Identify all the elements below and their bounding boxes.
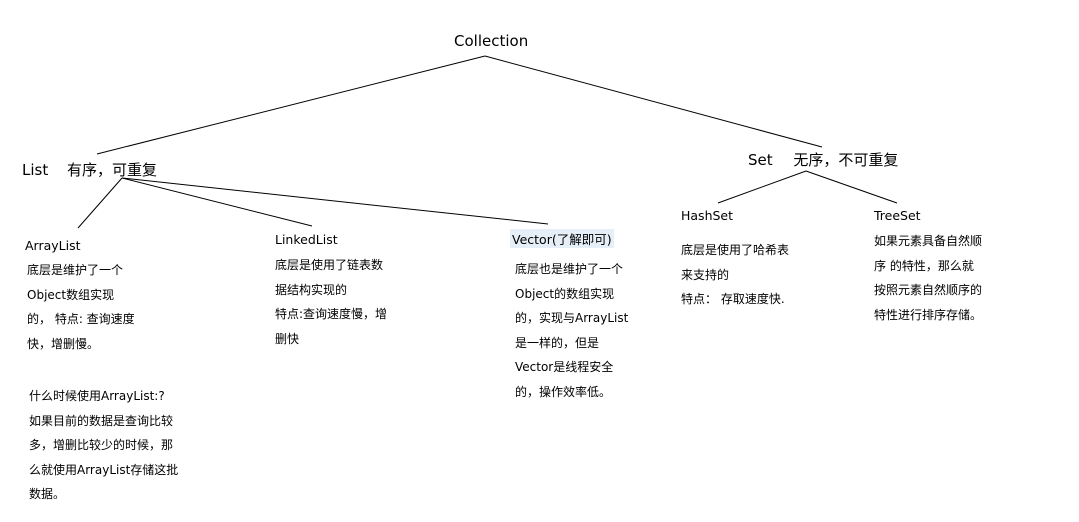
connector-list-to-linkedlist (121, 177, 313, 227)
hashset-description-line: 底层是使用了哈希表 (681, 243, 790, 257)
treeset-description-line: 按照元素自然顺序的 (874, 283, 983, 297)
arraylist-description-line: 底层是维护了一个 (27, 263, 124, 277)
collection-root-node: Collection (454, 32, 528, 50)
arraylist-usage-line: 数据。 (29, 487, 66, 501)
linkedlist-description: 底层是使用了链表数 据结构实现的 特点:查询速度慢，增 删快 (275, 253, 387, 351)
connector-set-to-hashset (717, 170, 807, 204)
vector-description-line: Object的数组实现 (515, 286, 615, 301)
treeset-description-line: 序 的特性，那么就 (874, 258, 974, 273)
arraylist-usage-line: 么就使用ArrayList存储这批 (29, 462, 179, 477)
connector-root-to-set (484, 55, 823, 148)
arraylist-usage-line: 什么时候使用ArrayList:? (29, 389, 165, 403)
arraylist-usage-note: 什么时候使用ArrayList:? 如果目前的数据是查询比较 多，增删比较少的时… (29, 384, 178, 507)
set-branch-node: Set 无序，不可重复 (748, 149, 898, 170)
hashset-description-line: 特点： 存取速度快. (681, 292, 785, 306)
vector-description-line: 的，实现与ArrayList (515, 311, 629, 325)
vector-description-line: 底层也是维护了一个 (515, 262, 624, 276)
hashset-description: 底层是使用了哈希表 来支持的 特点： 存取速度快. (681, 238, 789, 312)
arraylist-description-line: 快，增删慢。 (27, 336, 100, 351)
connector-set-to-treeset (805, 170, 898, 204)
arraylist-node-title: ArrayList (25, 238, 81, 253)
treeset-node-title: TreeSet (874, 208, 921, 223)
list-branch-node: List 有序，可重复 (22, 159, 157, 180)
hashset-description-line: 来支持的 (681, 267, 730, 282)
treeset-description-line: 如果元素具备自然顺 (874, 234, 983, 248)
connector-list-to-vector (121, 177, 549, 225)
vector-description-line: Vector是线程安全 (515, 360, 614, 374)
collection-root-label: Collection (454, 32, 529, 50)
connector-root-to-list (96, 55, 486, 155)
set-branch-description: 无序，不可重复 (793, 151, 899, 169)
arraylist-description: 底层是维护了一个 Object数组实现 的， 特点: 查询速度 快，增删慢。 (27, 258, 135, 356)
linkedlist-node-title: LinkedList (275, 232, 338, 247)
vector-description-line: 是一样的，但是 (515, 335, 600, 350)
linkedlist-description-line: 底层是使用了链表数 (275, 258, 384, 272)
arraylist-usage-line: 多，增删比较少的时候，那 (29, 438, 174, 452)
list-branch-description: 有序，可重复 (67, 161, 158, 179)
connector-list-to-arraylist (77, 177, 123, 229)
list-branch-label: List (22, 161, 49, 179)
arraylist-description-line: 的， 特点: 查询速度 (27, 312, 135, 326)
arraylist-usage-line: 如果目前的数据是查询比较 (29, 413, 174, 428)
hashset-node-title: HashSet (681, 208, 734, 223)
vector-description: 底层也是维护了一个 Object的数组实现 的，实现与ArrayList 是一样… (515, 257, 628, 404)
linkedlist-description-line: 据结构实现的 (275, 282, 348, 297)
arraylist-description-line: Object数组实现 (27, 287, 115, 302)
linkedlist-description-line: 特点:查询速度慢，增 (275, 307, 388, 321)
set-branch-label: Set (748, 151, 773, 169)
vector-node-title: Vector(了解即可) (510, 229, 614, 248)
treeset-description-line: 特性进行排序存储。 (874, 307, 983, 322)
linkedlist-description-line: 删快 (275, 331, 300, 346)
vector-description-line: 的，操作效率低。 (515, 384, 612, 399)
treeset-description: 如果元素具备自然顺 序 的特性，那么就 按照元素自然顺序的 特性进行排序存储。 (874, 229, 982, 327)
